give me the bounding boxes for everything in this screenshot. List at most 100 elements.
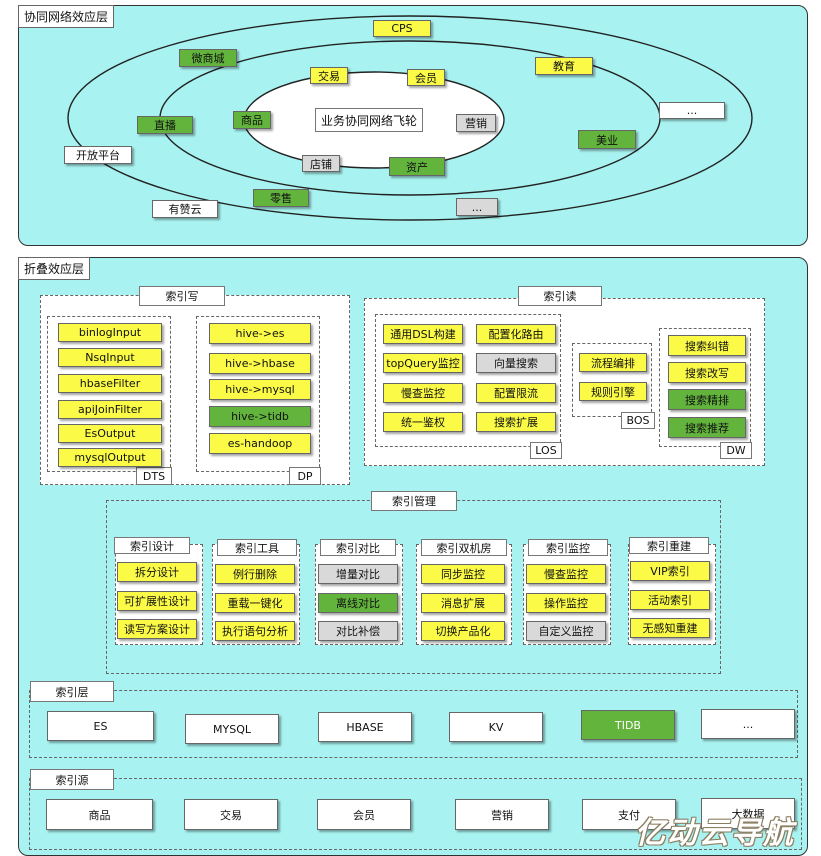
manage-item: 自定义监控: [526, 621, 606, 641]
dts-item: NsqInput: [58, 348, 162, 367]
network-item-open-platform: 开放平台: [64, 146, 132, 164]
los-item: 配置化路由: [476, 324, 556, 344]
network-item-education: 教育: [535, 57, 593, 75]
manage-item: 无感知重建: [630, 618, 710, 638]
dts-label: DTS: [136, 467, 172, 485]
index-source-section: 索引源 商品 交易 会员 营销 支付 大数据: [29, 769, 802, 850]
network-item-retail: 零售: [253, 189, 309, 207]
manage-group-title: 索引监控: [528, 539, 608, 556]
index-write-section: 索引写 DTS binlogInput NsqInput hbaseFilter…: [40, 286, 350, 485]
index-write-title: 索引写: [139, 286, 225, 306]
los-item: topQuery监控: [383, 353, 463, 373]
network-item-beauty: 美业: [578, 130, 636, 149]
watermark-logo: 亿动云导航: [635, 816, 795, 851]
bos-group: BOS 流程编排 规则引擎: [572, 343, 655, 429]
dp-label: DP: [289, 467, 321, 485]
network-item-microstore: 微商城: [179, 49, 237, 67]
los-label: LOS: [530, 442, 562, 459]
index-layer-item-tidb: TIDB: [581, 710, 675, 740]
manage-item: 例行删除: [215, 564, 295, 584]
manage-group-compare: 索引对比 增量对比 离线对比 对比补偿: [315, 539, 403, 645]
manage-group-monitor: 索引监控 慢查监控 操作监控 自定义监控: [523, 539, 611, 645]
network-item-marketing: 营销: [456, 114, 496, 132]
index-layer-item-hbase: HBASE: [318, 712, 412, 742]
index-manage-section: 索引管理 索引设计 拆分设计 可扩展性设计 读写方案设计 索引工具 例行删除 重…: [106, 491, 721, 674]
los-item: 搜索扩展: [476, 412, 556, 432]
dw-item: 搜索改写: [668, 362, 746, 383]
index-read-section: 索引读 LOS 通用DSL构建 配置化路由 topQuery监控 向量搜索 慢查…: [364, 286, 765, 466]
index-source-title: 索引源: [30, 769, 114, 790]
fold-effect-title: 折叠效应层: [18, 257, 91, 280]
index-layer-item-more: ...: [701, 709, 795, 739]
dp-item: hive->es: [209, 323, 311, 344]
dts-item: EsOutput: [58, 424, 162, 443]
index-source-item: 支付: [582, 799, 676, 830]
manage-item: VIP索引: [630, 561, 710, 581]
network-effect-panel: 协同网络效应层 业务协同网络飞轮 交易 会员 商品 营销 店铺 资产 微商城 直…: [18, 5, 808, 246]
dw-group: DW 搜索纠错 搜索改写 搜索精排 搜索推荐: [659, 328, 752, 459]
manage-item: 读写方案设计: [117, 619, 197, 639]
index-source-item: 会员: [317, 799, 411, 830]
los-item: 向量搜索: [476, 353, 556, 373]
los-item: 慢查监控: [383, 383, 463, 403]
manage-item: 慢查监控: [526, 564, 606, 584]
index-layer-section: 索引层 ES MYSQL HBASE KV TIDB ...: [29, 681, 798, 758]
los-item: 统一鉴权: [383, 412, 463, 432]
manage-item: 执行语句分析: [215, 621, 295, 641]
los-item: 配置限流: [476, 383, 556, 403]
manage-item: 消息扩展: [421, 593, 505, 613]
index-source-item: 交易: [184, 799, 278, 830]
index-read-title: 索引读: [518, 286, 602, 306]
index-source-item: 营销: [455, 799, 549, 830]
network-item-trade: 交易: [310, 67, 348, 84]
index-source-item: 大数据: [701, 798, 795, 829]
bos-item: 规则引擎: [579, 382, 647, 401]
manage-group-rebuild: 索引重建 VIP索引 活动索引 无感知重建: [628, 537, 716, 645]
dp-item: hive->mysql: [209, 379, 311, 400]
index-manage-title: 索引管理: [371, 491, 457, 511]
index-layer-item-kv: KV: [449, 712, 543, 742]
manage-item: 操作监控: [526, 593, 606, 613]
dp-item: hive->tidb: [209, 406, 311, 427]
index-layer-item-es: ES: [47, 711, 154, 741]
dts-group: DTS binlogInput NsqInput hbaseFilter api…: [47, 316, 172, 485]
manage-group-title: 索引双机房: [421, 539, 507, 556]
manage-group-design: 索引设计 拆分设计 可扩展性设计 读写方案设计: [114, 537, 203, 645]
flywheel-center-label: 业务协同网络飞轮: [315, 108, 423, 132]
dp-item: es-handoop: [209, 433, 311, 454]
manage-item: 重载一键化: [215, 593, 295, 613]
manage-item: 可扩展性设计: [117, 591, 197, 611]
index-layer-item-mysql: MYSQL: [185, 714, 279, 744]
los-group: LOS 通用DSL构建 配置化路由 topQuery监控 向量搜索 慢查监控 配…: [375, 314, 562, 459]
network-item-shop: 店铺: [302, 155, 340, 172]
dts-item: hbaseFilter: [58, 374, 162, 393]
dts-item: mysqlOutput: [58, 448, 162, 467]
dts-item: apiJoinFilter: [58, 400, 162, 419]
manage-group-title: 索引设计: [114, 537, 190, 554]
network-item-more-outer: ...: [659, 102, 725, 119]
dw-item: 搜索纠错: [668, 335, 746, 356]
network-item-live: 直播: [137, 116, 193, 134]
index-source-item: 商品: [46, 799, 153, 830]
manage-group-tools: 索引工具 例行删除 重载一键化 执行语句分析: [212, 539, 300, 645]
manage-group-title: 索引对比: [320, 539, 396, 556]
manage-group-dual-dc: 索引双机房 同步监控 消息扩展 切换产品化: [416, 539, 512, 645]
bos-label: BOS: [621, 412, 655, 429]
dts-item: binlogInput: [58, 323, 162, 342]
dw-label: DW: [720, 442, 752, 459]
dw-item: 搜索精排: [668, 389, 746, 410]
network-item-goods: 商品: [233, 111, 271, 129]
manage-item: 切换产品化: [421, 621, 505, 641]
manage-item: 增量对比: [318, 564, 398, 584]
manage-group-title: 索引工具: [217, 539, 297, 556]
network-item-more-middle: ...: [456, 198, 498, 216]
network-item-cps: CPS: [373, 20, 431, 37]
dp-group: DP hive->es hive->hbase hive->mysql hive…: [196, 316, 321, 485]
network-item-asset: 资产: [389, 157, 445, 176]
dp-item: hive->hbase: [209, 353, 311, 374]
network-item-youzan-cloud: 有赞云: [152, 200, 218, 218]
manage-group-title: 索引重建: [629, 537, 709, 554]
fold-effect-panel: 折叠效应层 索引写 DTS binlogInput NsqInput hbase…: [18, 257, 808, 856]
los-item: 通用DSL构建: [383, 324, 463, 344]
dw-item: 搜索推荐: [668, 417, 746, 438]
